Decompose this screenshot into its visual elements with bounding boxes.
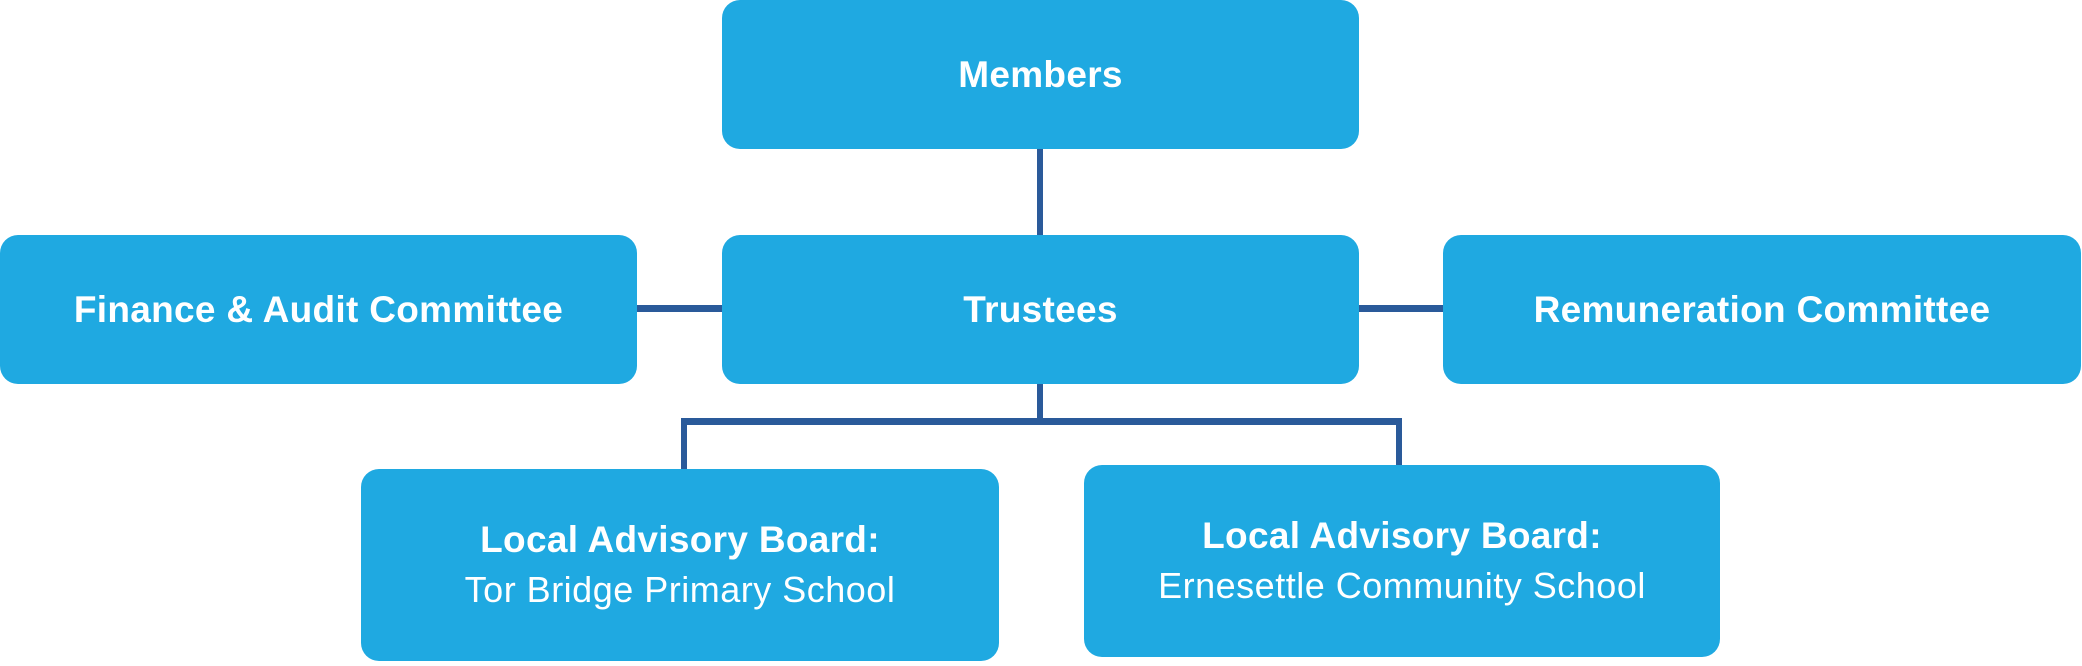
connector-members-trustees bbox=[1037, 149, 1043, 235]
node-subtitle: Tor Bridge Primary School bbox=[464, 569, 896, 610]
connector-trustees-remuneration bbox=[1359, 305, 1443, 312]
node-lab-ernesettle: Local Advisory Board: Ernesettle Communi… bbox=[1084, 465, 1720, 657]
node-members: Members bbox=[722, 0, 1359, 149]
node-trustees: Trustees bbox=[722, 235, 1359, 384]
node-lab-tor-bridge: Local Advisory Board: Tor Bridge Primary… bbox=[361, 469, 999, 661]
node-title: Trustees bbox=[963, 288, 1118, 330]
node-subtitle: Ernesettle Community School bbox=[1158, 565, 1646, 606]
node-remuneration-committee: Remuneration Committee bbox=[1443, 235, 2081, 384]
node-title: Members bbox=[958, 53, 1123, 95]
connector-to-tor-bridge bbox=[681, 418, 687, 470]
node-finance-audit-committee: Finance & Audit Committee bbox=[0, 235, 637, 384]
connector-bus bbox=[681, 418, 1402, 425]
connector-trustees-down bbox=[1037, 384, 1043, 424]
node-title: Local Advisory Board: bbox=[1202, 515, 1602, 556]
node-title: Finance & Audit Committee bbox=[73, 288, 564, 330]
connector-finance-trustees bbox=[637, 305, 722, 312]
node-title: Remuneration Committee bbox=[1533, 288, 1991, 330]
node-title: Local Advisory Board: bbox=[480, 519, 880, 560]
connector-to-ernesettle bbox=[1396, 418, 1402, 466]
